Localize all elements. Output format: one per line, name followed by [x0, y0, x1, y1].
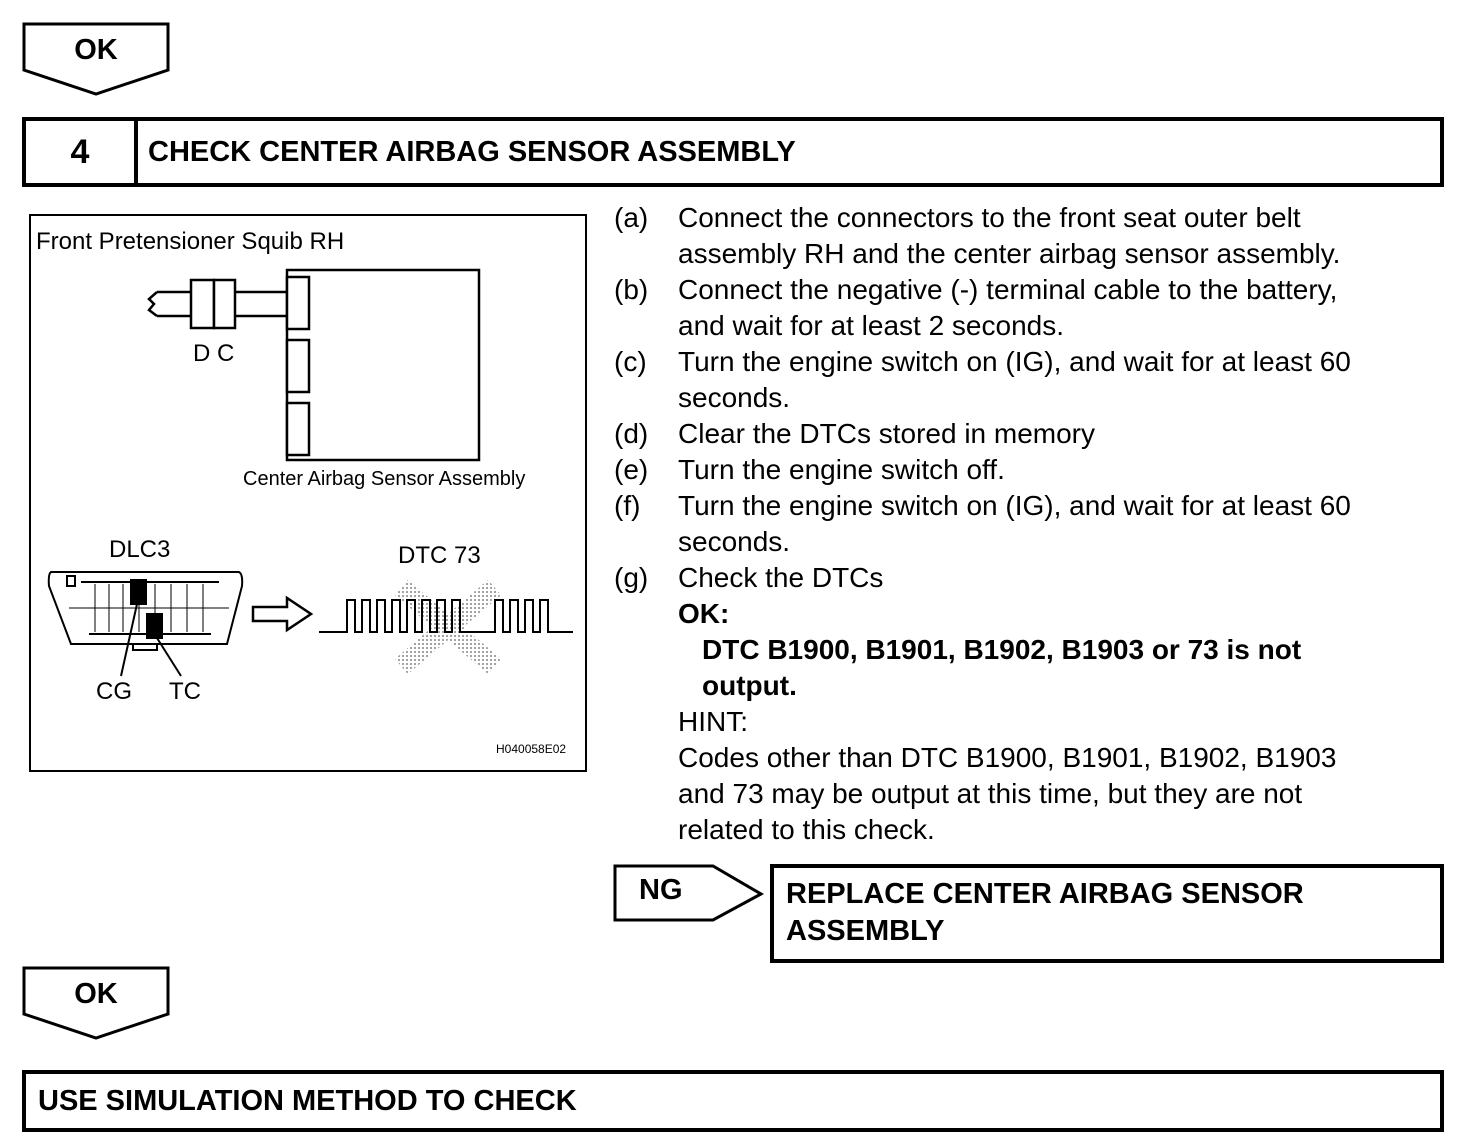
figure-code: H040058E02 — [496, 742, 567, 756]
instruction-letter: (f) — [614, 490, 641, 521]
ok-label-bottom: OK — [74, 978, 118, 1010]
instruction-letter: (e) — [614, 454, 649, 485]
ng-label: NG — [639, 874, 683, 906]
pin-cg-label: CG — [96, 678, 132, 705]
instruction-item: (e) Turn the engine switch off. — [614, 452, 1444, 488]
instruction-letter: (b) — [614, 274, 649, 305]
instruction-list: (a) Connect the connectors to the front … — [614, 200, 1444, 848]
instruction-text: Turn the engine switch on (IG), and wait… — [678, 490, 1351, 557]
instruction-letter: (a) — [614, 202, 649, 233]
instruction-letter: (c) — [614, 346, 647, 377]
step-title: CHECK CENTER AIRBAG SENSOR ASSEMBLY — [148, 135, 796, 168]
instruction-text: Turn the engine switch off. — [678, 454, 1005, 485]
ok-criteria-line: output. — [702, 670, 797, 701]
instruction-text: Clear the DTCs stored in memory — [678, 418, 1096, 449]
hint-label: HINT: — [678, 706, 748, 737]
dlc3-connector-icon — [47, 571, 244, 677]
sensor-label: Center Airbag Sensor Assembly — [243, 468, 526, 490]
hint-line: and 73 may be output at this time, but t… — [678, 778, 1303, 809]
instruction-item: (a) Connect the connectors to the front … — [614, 200, 1444, 272]
step-number: 4 — [26, 121, 138, 183]
dtc-label: DTC 73 — [398, 542, 481, 569]
hollow-arrow-icon — [251, 595, 314, 633]
instruction-letter: (d) — [614, 418, 649, 449]
hint-line: Codes other than DTC B1900, B1901, B1902… — [678, 742, 1337, 773]
instruction-item: (f) Turn the engine switch on (IG), and … — [614, 488, 1444, 560]
ng-result-arrow: NG — [613, 864, 765, 924]
instruction-item: (b) Connect the negative (-) terminal ca… — [614, 272, 1444, 344]
ok-label-top: OK — [74, 34, 118, 66]
ng-action-line: REPLACE CENTER AIRBAG SENSOR — [786, 878, 1304, 910]
figure-diagram — [29, 214, 587, 772]
ok-result-arrow-bottom: OK — [22, 966, 170, 1042]
ok-criteria-label: OK: — [678, 598, 730, 629]
instruction-item: (g) Check the DTCs — [614, 560, 1444, 596]
instruction-text: Check the DTCs — [678, 562, 884, 593]
pin-tc-label: TC — [169, 678, 201, 705]
squib-connector-icon — [147, 278, 289, 330]
instruction-letter: (g) — [614, 562, 649, 593]
instruction-item: (d) Clear the DTCs stored in memory — [614, 416, 1444, 452]
ng-action-box: REPLACE CENTER AIRBAG SENSOR ASSEMBLY — [770, 864, 1444, 963]
instruction-text: Connect the negative (-) terminal cable … — [678, 274, 1338, 341]
instruction-item: (c) Turn the engine switch on (IG), and … — [614, 344, 1444, 416]
ng-action-line: ASSEMBLY — [786, 915, 945, 947]
step-header: 4 CHECK CENTER AIRBAG SENSOR ASSEMBLY — [22, 117, 1444, 187]
dtc-waveform-icon — [319, 579, 573, 675]
sensor-assembly-icon — [285, 268, 481, 462]
figure-title: Front Pretensioner Squib RH — [36, 228, 345, 255]
final-action-text: USE SIMULATION METHOD TO CHECK — [38, 1084, 577, 1117]
instruction-text: Turn the engine switch on (IG), and wait… — [678, 346, 1351, 413]
final-action-box: USE SIMULATION METHOD TO CHECK — [22, 1070, 1444, 1132]
dlc-label: DLC3 — [109, 536, 171, 563]
wiring-figure: Front Pretensioner Squib RH D C Center A… — [29, 214, 587, 772]
ok-result-arrow-top: OK — [22, 22, 170, 98]
hint-line: related to this check. — [678, 814, 935, 845]
connector-label: D C — [193, 340, 235, 367]
ok-criteria-line: DTC B1900, B1901, B1902, B1903 or 73 is … — [702, 634, 1302, 665]
instruction-text: Connect the connectors to the front seat… — [678, 202, 1341, 269]
